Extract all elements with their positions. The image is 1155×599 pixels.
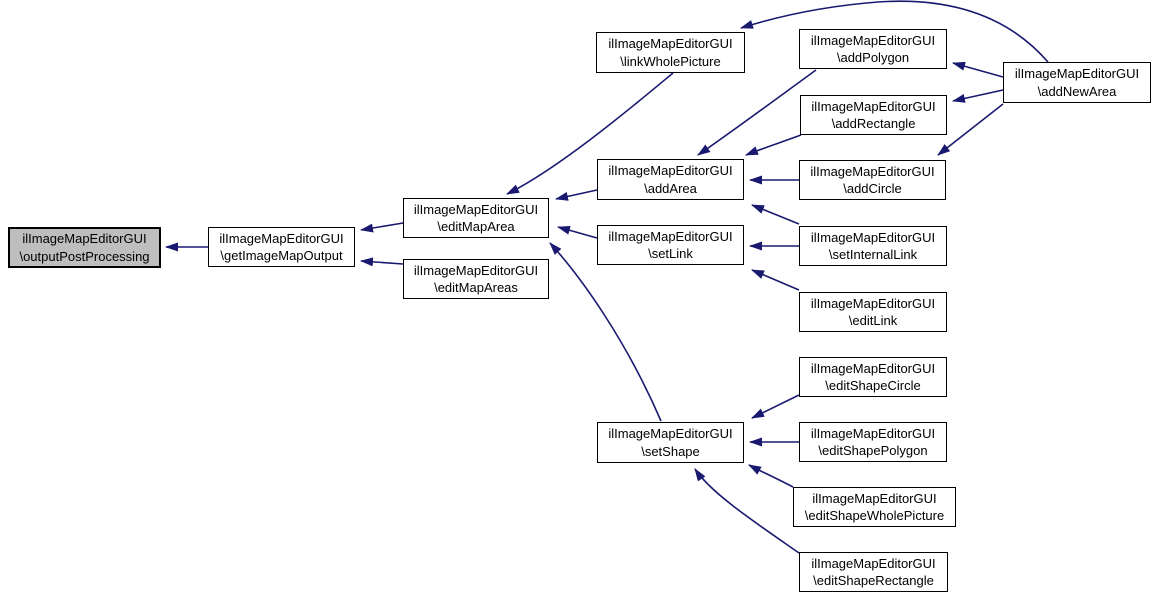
node-method-label: \addPolygon <box>836 50 910 65</box>
edge-editShapeCircle-to-setShape <box>751 394 800 419</box>
edge-addNewArea-to-linkWholePicture <box>740 0 1049 63</box>
node-class-label: ilImageMapEditorGUI <box>1014 66 1140 82</box>
node-outputPostProcessing: ilImageMapEditorGUI \outputPostProcessin… <box>8 227 161 268</box>
node-editShapeCircle[interactable]: ilImageMapEditorGUI \editShapeCircle <box>799 357 947 397</box>
node-method-label: \outputPostProcessing <box>19 248 150 264</box>
edge-editShapeWholePicture-to-setShape <box>748 464 794 488</box>
node-class-label: ilImageMapEditorGUI <box>413 201 539 217</box>
node-setInternalLink[interactable]: ilImageMapEditorGUI \setInternalLink <box>799 226 947 266</box>
node-class-label: ilImageMapEditorGUI <box>413 262 539 278</box>
node-class-label: ilImageMapEditorGUI <box>811 555 936 571</box>
node-addNewArea[interactable]: ilImageMapEditorGUI \addNewArea <box>1003 62 1151 103</box>
edge-addNewArea-to-addCircle <box>937 103 1004 156</box>
node-class-label: ilImageMapEditorGUI <box>608 163 733 179</box>
node-editShapeWholePicture[interactable]: ilImageMapEditorGUI \editShapeWholePictu… <box>793 487 956 527</box>
node-method-label: \setInternalLink <box>828 247 918 262</box>
node-class-label: ilImageMapEditorGUI <box>810 163 935 179</box>
node-method-label: \editLink <box>848 313 898 328</box>
node-editShapeRectangle[interactable]: ilImageMapEditorGUI \editShapeRectangle <box>799 552 948 592</box>
node-addCircle[interactable]: ilImageMapEditorGUI \addCircle <box>799 160 946 200</box>
node-method-label: \getImageMapOutput <box>220 248 343 263</box>
node-method-label: \editShapePolygon <box>818 443 928 458</box>
node-editMapArea[interactable]: ilImageMapEditorGUI \editMapArea <box>403 198 549 238</box>
edge-addArea-to-editMapArea <box>555 189 598 201</box>
node-method-label: \editMapAreas <box>434 280 518 295</box>
node-method-label: \editShapeRectangle <box>813 573 934 588</box>
edge-setShape-to-editMapArea <box>549 242 662 422</box>
edge-editMapAreas-to-getImageMapOutput <box>360 257 404 267</box>
node-method-label: \addArea <box>644 180 697 196</box>
edge-setInternalLink-to-addArea <box>751 204 800 225</box>
node-method-label: \linkWholePicture <box>620 53 721 69</box>
edge-setLink-to-editMapArea <box>557 225 598 239</box>
node-class-label: ilImageMapEditorGUI <box>219 230 344 246</box>
edge-editLink-to-setLink <box>751 269 800 291</box>
node-method-label: \editShapeWholePicture <box>804 508 945 523</box>
edge-addRectangle-to-addArea <box>745 134 802 156</box>
node-editLink[interactable]: ilImageMapEditorGUI \editLink <box>799 292 947 332</box>
edge-linkWholePicture-to-editMapArea <box>506 72 674 195</box>
node-class-label: ilImageMapEditorGUI <box>810 360 936 376</box>
node-method-label: \addRectangle <box>831 116 916 131</box>
node-class-label: ilImageMapEditorGUI <box>608 36 733 52</box>
node-getImageMapOutput[interactable]: ilImageMapEditorGUI \getImageMapOutput <box>208 227 355 267</box>
node-linkWholePicture[interactable]: ilImageMapEditorGUI \linkWholePicture <box>596 32 745 73</box>
node-addPolygon[interactable]: ilImageMapEditorGUI \addPolygon <box>799 29 947 69</box>
edge-addNewArea-to-addPolygon <box>952 61 1004 78</box>
node-method-label: \editShapeCircle <box>825 378 921 393</box>
node-addRectangle[interactable]: ilImageMapEditorGUI \addRectangle <box>800 95 947 135</box>
node-class-label: ilImageMapEditorGUI <box>22 231 147 247</box>
edge-addPolygon-to-addArea <box>697 69 817 156</box>
node-editMapAreas[interactable]: ilImageMapEditorGUI \editMapAreas <box>403 259 549 299</box>
edge-editShapeRectangle-to-setShape <box>694 468 800 554</box>
node-setShape[interactable]: ilImageMapEditorGUI \setShape <box>597 422 744 463</box>
node-class-label: ilImageMapEditorGUI <box>811 98 936 114</box>
node-method-label: \setShape <box>641 443 700 459</box>
node-addArea[interactable]: ilImageMapEditorGUI \addArea <box>597 159 744 200</box>
node-setLink[interactable]: ilImageMapEditorGUI \setLink <box>597 225 744 265</box>
edge-editMapArea-to-getImageMapOutput <box>360 222 404 233</box>
node-editShapePolygon[interactable]: ilImageMapEditorGUI \editShapePolygon <box>799 422 947 462</box>
node-method-label: \editMapArea <box>437 219 515 234</box>
node-class-label: ilImageMapEditorGUI <box>810 425 936 441</box>
node-class-label: ilImageMapEditorGUI <box>608 228 733 244</box>
node-method-label: \addNewArea <box>1037 83 1117 99</box>
node-class-label: ilImageMapEditorGUI <box>810 229 936 245</box>
node-class-label: ilImageMapEditorGUI <box>608 426 733 442</box>
node-method-label: \addCircle <box>843 181 902 196</box>
node-method-label: \setLink <box>648 246 693 261</box>
node-class-label: ilImageMapEditorGUI <box>810 32 936 48</box>
node-class-label: ilImageMapEditorGUI <box>810 295 936 311</box>
edge-addNewArea-to-addRectangle <box>952 89 1004 103</box>
node-class-label: ilImageMapEditorGUI <box>812 490 937 506</box>
